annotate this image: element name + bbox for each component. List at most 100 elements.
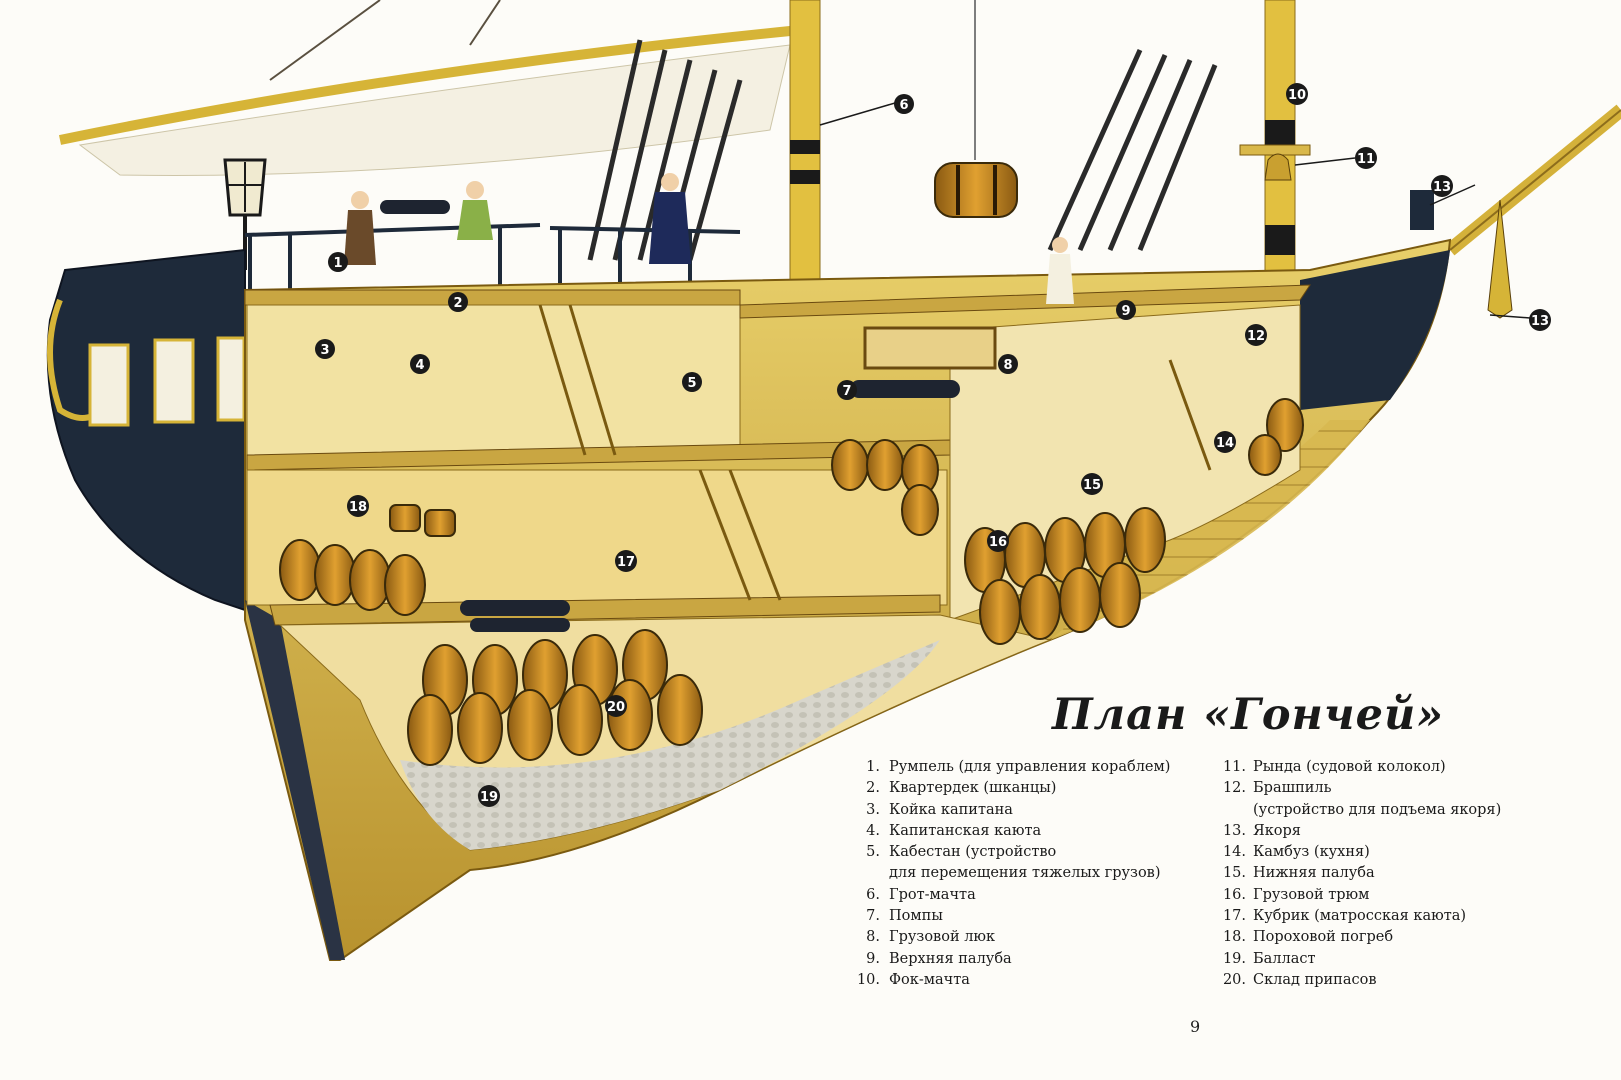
- legend-item-label-line: Склад припасов: [1253, 971, 1377, 988]
- callout-markers: 1 2 3 4 5 6 7 8 9 10 11 12 13 13 14 15 1…: [315, 83, 1551, 807]
- legend-item-label-line: Нижняя палуба: [1253, 865, 1375, 882]
- legend-item: 12. Брашпиль (устройство для подъема якоря…: [1220, 778, 1550, 821]
- marker-2: 2: [448, 292, 468, 312]
- legend-item-number: 8.: [866, 929, 880, 946]
- marker-11: 11: [1355, 147, 1377, 169]
- legend-item-label: Рында (судовой колокол): [1253, 757, 1550, 778]
- legend-item: 11. Рында (судовой колокол): [1220, 757, 1550, 778]
- legend-item-number: 13.: [1222, 822, 1246, 839]
- legend-item-label-line: Фок-мачта: [889, 971, 970, 988]
- svg-text:8: 8: [1003, 358, 1012, 373]
- legend-item-label-line: Капитанская каюта: [889, 822, 1042, 839]
- plan-title: План «Гончей»: [1052, 690, 1445, 740]
- svg-text:16: 16: [989, 535, 1007, 550]
- legend-item-label-continuation: для перемещения тяжелых грузов): [889, 865, 1161, 882]
- legend-item-label: Камбуз (кухня): [1253, 842, 1550, 863]
- svg-text:6: 6: [899, 98, 908, 113]
- svg-text:2: 2: [453, 296, 462, 311]
- legend-item-label: Грот-мачта: [889, 885, 1182, 906]
- svg-text:11: 11: [1357, 152, 1375, 167]
- legend-item-number: 5.: [866, 844, 880, 861]
- marker-6: 6: [894, 94, 914, 114]
- legend-item: 17.Кубрик (матросская каюта): [1220, 906, 1550, 927]
- legend-column-left: 1.Румпель (для управления кораблем) 2. Ква…: [852, 757, 1182, 991]
- legend-item: 4. Капитанская каюта: [852, 821, 1182, 842]
- legend-item: 1.Румпель (для управления кораблем): [852, 757, 1182, 778]
- svg-text:18: 18: [349, 500, 367, 515]
- svg-text:14: 14: [1216, 436, 1234, 451]
- svg-text:10: 10: [1288, 88, 1306, 103]
- svg-text:17: 17: [617, 555, 635, 570]
- legend-item-number: 2.: [866, 780, 880, 797]
- legend-item-label: Румпель (для управления кораблем): [889, 757, 1182, 778]
- legend-item-label-line: Пороховой погреб: [1253, 929, 1394, 946]
- legend-item: 6.Грот-мачта: [852, 885, 1182, 906]
- legend-item: 7. Помпы: [852, 906, 1182, 927]
- legend-item-label-continuation: (устройство для подъема якоря): [1253, 801, 1502, 818]
- marker-18: 18: [347, 495, 369, 517]
- legend-item-number: 20.: [1222, 971, 1246, 988]
- svg-text:3: 3: [320, 343, 329, 358]
- anchors: [1410, 190, 1513, 319]
- legend-item-label: Грузовой трюм: [1253, 885, 1550, 906]
- legend-item-label-line: Якоря: [1253, 822, 1301, 839]
- legend-item-label: Нижняя палуба: [1253, 863, 1550, 884]
- legend-item-number: 9.: [866, 950, 880, 967]
- svg-text:12: 12: [1247, 329, 1265, 344]
- legend-item-label-line: Койка капитана: [889, 801, 1013, 818]
- crew-captain: [649, 173, 691, 264]
- legend-item-label-line: Камбуз (кухня): [1253, 844, 1370, 861]
- legend-item-label-line: Кабестан (устройство: [889, 844, 1057, 861]
- legend-item-number: 14.: [1222, 844, 1246, 861]
- marker-3: 3: [315, 339, 335, 359]
- legend-item-number: 3.: [866, 801, 880, 818]
- cannons: [380, 200, 960, 632]
- svg-text:9: 9: [1121, 304, 1130, 319]
- legend-item-label-line: Верхняя палуба: [889, 950, 1012, 967]
- marker-20: 20: [605, 695, 627, 717]
- legend-item-label-line: Брашпиль: [1253, 780, 1332, 797]
- legend-item: 8. Грузовой люк: [852, 927, 1182, 948]
- page-number: 9: [1190, 1017, 1201, 1036]
- legend-item-number: 7.: [866, 908, 880, 925]
- svg-text:1: 1: [333, 256, 342, 271]
- marker-1: 1: [328, 252, 348, 272]
- marker-17: 17: [615, 550, 637, 572]
- stern-hull: [46, 248, 246, 612]
- crew-helmsman: [344, 191, 376, 265]
- marker-15: 15: [1081, 473, 1103, 495]
- marker-5: 5: [682, 372, 702, 392]
- legend-item-label-line: Кубрик (матросская каюта): [1253, 908, 1467, 925]
- legend-item-label: Капитанская каюта: [889, 821, 1182, 842]
- legend-item-number: 16.: [1222, 886, 1246, 903]
- barrel-stacks: [279, 398, 1304, 766]
- legend-item-number: 15.: [1222, 865, 1246, 882]
- legend-item-label: Брашпиль (устройство для подъема якоря): [1253, 778, 1550, 821]
- svg-text:15: 15: [1083, 478, 1101, 493]
- bowsprit: [1445, 104, 1621, 256]
- marker-8: 8: [998, 354, 1018, 374]
- legend-item-number: 19.: [1222, 950, 1246, 967]
- legend-item: 2. Квартердек (шканцы): [852, 778, 1182, 799]
- legend-item-label: Квартердек (шканцы): [889, 778, 1182, 799]
- legend-item-label: Грузовой люк: [889, 927, 1182, 948]
- svg-text:7: 7: [842, 384, 851, 399]
- gaff-boom: [58, 0, 801, 176]
- legend-item: 10.Фок-мачта: [852, 970, 1182, 991]
- svg-text:13: 13: [1531, 314, 1549, 329]
- legend-item-label: Кабестан (устройство для перемещения тяже…: [889, 842, 1182, 885]
- legend-item: 14. Камбуз (кухня): [1220, 842, 1550, 863]
- marker-10: 10: [1286, 83, 1308, 105]
- crew-woman: [457, 181, 493, 240]
- marker-9: 9: [1116, 300, 1136, 320]
- legend-item-label-line: Помпы: [889, 908, 943, 925]
- marker-13-side: 13: [1529, 309, 1551, 331]
- svg-text:20: 20: [607, 700, 625, 715]
- legend-item-label: Койка капитана: [889, 800, 1182, 821]
- legend-item-label: Склад припасов: [1253, 970, 1550, 991]
- legend-item-label-line: Балласт: [1253, 950, 1316, 967]
- legend-item-number: 12.: [1222, 780, 1246, 797]
- legend-item-number: 4.: [866, 822, 880, 839]
- legend-item-number: 11.: [1222, 759, 1246, 775]
